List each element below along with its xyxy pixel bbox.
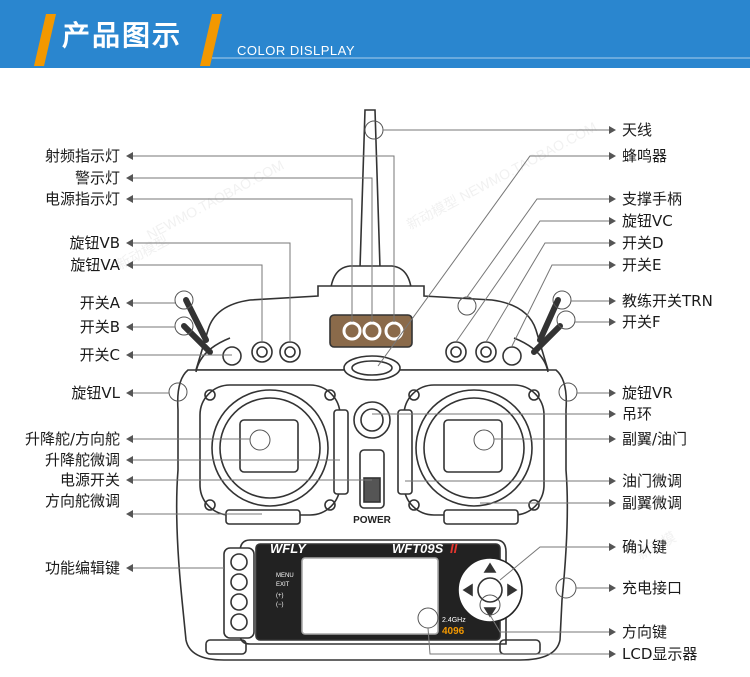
page-title: 产品图示 bbox=[62, 19, 183, 52]
label-rudder-trim: 方向舵微调 bbox=[44, 492, 120, 510]
label-switch-d: 开关D bbox=[622, 234, 664, 252]
svg-text:新动模型: 新动模型 bbox=[114, 232, 171, 272]
label-antenna: 天线 bbox=[622, 121, 653, 139]
label-switch-c: 开关C bbox=[79, 346, 120, 364]
code-label: 4096 bbox=[442, 626, 465, 637]
leader-lines-right bbox=[372, 129, 610, 655]
label-elevator-rudder: 升降舵/方向舵 bbox=[24, 430, 120, 448]
label-confirm-key: 确认键 bbox=[622, 538, 668, 556]
exit-label: EXIT bbox=[276, 582, 290, 588]
callout-markers bbox=[168, 120, 578, 629]
plus-label: (+) bbox=[276, 593, 284, 599]
label-switch-b: 开关B bbox=[79, 318, 120, 336]
label-aileron-trim: 副翼微调 bbox=[622, 494, 683, 512]
label-elevator-trim: 升降舵微调 bbox=[44, 451, 120, 469]
arrow-heads bbox=[126, 126, 616, 658]
label-knob-vl: 旋钮VL bbox=[71, 384, 120, 402]
header-decoration bbox=[34, 14, 750, 66]
indicator-lights bbox=[342, 321, 404, 341]
label-hanger-ring: 吊环 bbox=[622, 405, 653, 423]
label-rf-indicator: 射频指示灯 bbox=[44, 147, 120, 165]
label-function-keys: 功能编辑键 bbox=[44, 559, 120, 577]
minus-label: (−) bbox=[276, 602, 284, 608]
accent-slash-left bbox=[34, 14, 56, 66]
label-trainer-switch: 教练开关TRN bbox=[622, 292, 713, 310]
lcd-screen bbox=[301, 557, 439, 635]
label-warning-light: 警示灯 bbox=[74, 169, 120, 187]
label-power-switch: 电源开关 bbox=[59, 471, 120, 489]
label-lcd-display: LCD显示器 bbox=[622, 645, 698, 663]
accent-slash-right bbox=[200, 14, 222, 66]
label-throttle-trim: 油门微调 bbox=[622, 472, 683, 490]
menu-label: MENU bbox=[276, 573, 294, 579]
label-buzzer: 蜂鸣器 bbox=[622, 147, 668, 165]
page-subtitle: COLOR DISLPLAY bbox=[237, 43, 356, 58]
label-knob-vc: 旋钮VC bbox=[622, 212, 673, 230]
power-label: POWER bbox=[353, 515, 392, 526]
label-support-handle: 支撑手柄 bbox=[622, 190, 683, 208]
label-knob-vr: 旋钮VR bbox=[622, 384, 673, 402]
brand-logo: WFLY bbox=[270, 541, 307, 556]
model-suffix: II bbox=[450, 541, 458, 556]
model-name: WFT09S bbox=[392, 541, 444, 556]
label-switch-a: 开关A bbox=[79, 294, 120, 312]
label-direction-keys: 方向键 bbox=[622, 623, 668, 641]
label-charge-port: 充电接口 bbox=[622, 579, 683, 597]
transmitter-body bbox=[175, 109, 569, 661]
antenna bbox=[359, 109, 381, 269]
label-knob-va: 旋钮VA bbox=[70, 256, 120, 274]
header-banner: 产品图示 COLOR DISLPLAY bbox=[0, 0, 750, 68]
label-power-indicator: 电源指示灯 bbox=[44, 190, 120, 208]
label-switch-f: 开关F bbox=[622, 313, 661, 331]
band-label: 2.4GHz bbox=[442, 617, 466, 624]
label-switch-e: 开关E bbox=[622, 256, 662, 274]
leader-lines-left bbox=[132, 155, 395, 569]
label-aileron-throttle: 副翼/油门 bbox=[622, 430, 688, 448]
svg-text:新动模型 NEWMO.TAOBAO.COM: 新动模型 NEWMO.TAOBAO.COM bbox=[404, 119, 599, 233]
svg-text:NEWMO.TAOBAO.COM: NEWMO.TAOBAO.COM bbox=[144, 157, 287, 243]
label-knob-vb: 旋钮VB bbox=[69, 234, 120, 252]
